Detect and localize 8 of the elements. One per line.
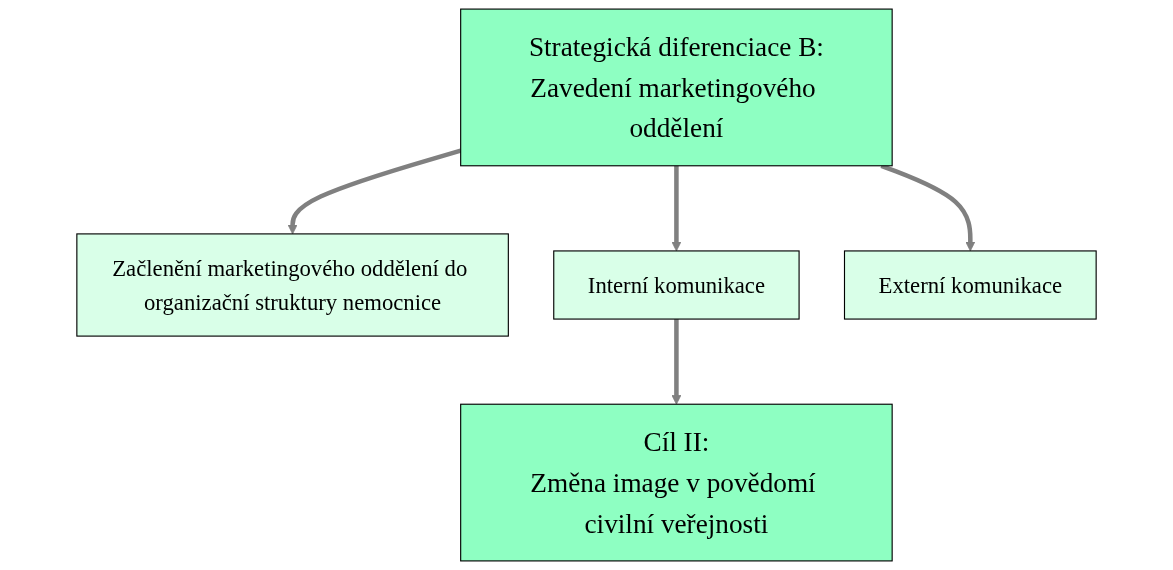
node-box: Cíl II: Změna image v povědomí civilní veřejnosti	[460, 403, 893, 562]
node-box: Externí komunikace	[843, 250, 1097, 320]
arrow	[671, 165, 682, 252]
node-box: Strategická diferenciace B: Zavedení marketingového oddělení	[460, 8, 893, 167]
arrow	[671, 319, 682, 405]
arrow	[880, 163, 976, 252]
node-box: Začlenění marketingového oddělení do organizační struktury nemocnice	[76, 233, 509, 337]
node-box: Interní komunikace	[553, 250, 800, 320]
